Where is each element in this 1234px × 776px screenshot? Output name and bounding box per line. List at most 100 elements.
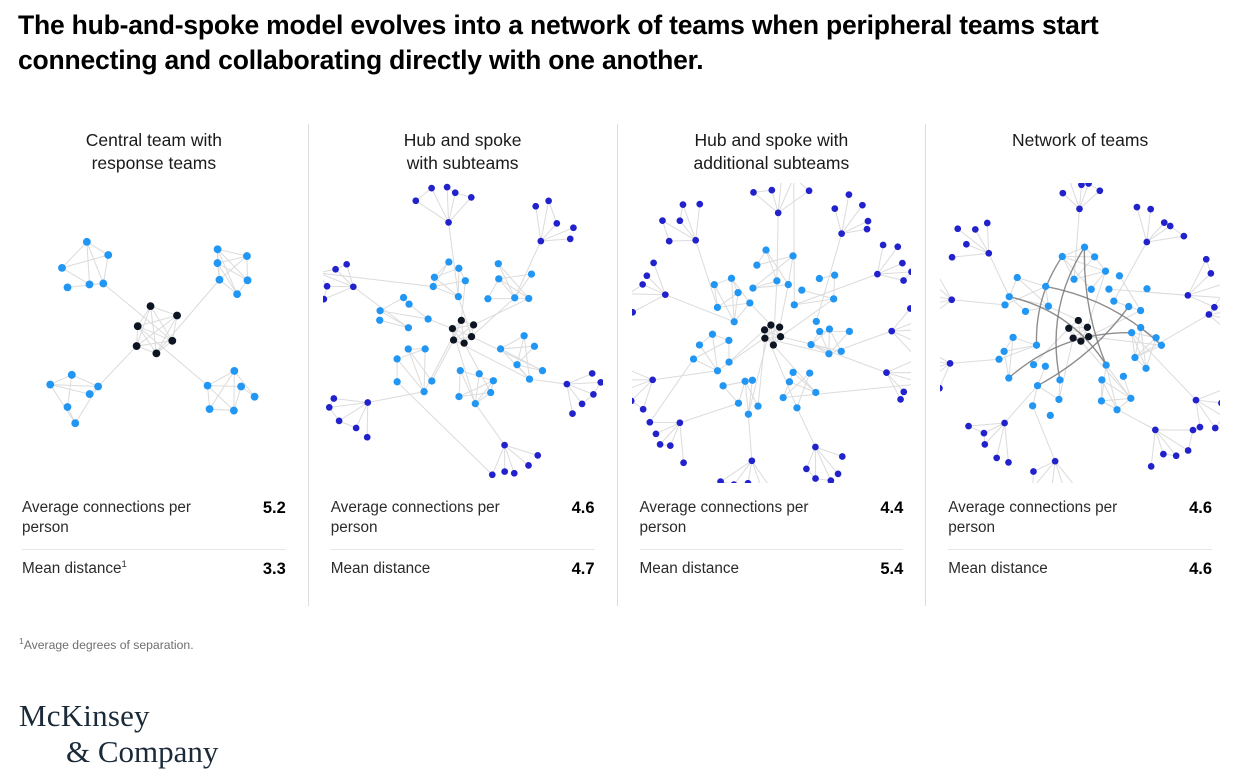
graph-node <box>421 345 429 353</box>
graph-node <box>906 305 912 312</box>
graph-node <box>981 441 989 448</box>
graph-node <box>1212 424 1219 432</box>
graph-node <box>679 201 686 208</box>
graph-node <box>834 470 841 478</box>
footnote-text: Average degrees of separation. <box>23 638 194 652</box>
graph-node <box>740 377 749 385</box>
footnote-marker: 1 <box>121 558 127 570</box>
graph-node <box>761 246 770 254</box>
metric-row: Average connections per person 4.6 <box>948 489 1212 549</box>
graph-node <box>661 291 669 299</box>
graph-node <box>679 459 687 467</box>
graph-node <box>1022 307 1030 316</box>
graph-node <box>1143 285 1151 293</box>
graph-node <box>887 327 895 335</box>
graph-node <box>448 324 456 333</box>
graph-node <box>454 292 462 301</box>
graph-node <box>984 219 991 227</box>
graph-node <box>1013 273 1022 282</box>
graph-node <box>1218 400 1220 406</box>
graph-node <box>744 410 752 418</box>
graph-node <box>1046 411 1055 420</box>
graph-node <box>631 308 636 316</box>
graph-node <box>566 235 574 243</box>
graph-node <box>1192 396 1200 404</box>
graph-node <box>1116 272 1124 280</box>
graph-node <box>993 454 1001 462</box>
metric-value: 4.7 <box>571 559 595 578</box>
panel-metrics: Average connections per person 4.4 Mean … <box>632 489 912 591</box>
graph-node <box>954 225 962 233</box>
graph-node <box>864 217 871 225</box>
graph-node <box>1161 219 1168 227</box>
graph-node <box>666 442 674 450</box>
graph-node <box>213 245 222 254</box>
graph-node <box>896 396 904 403</box>
graph-node <box>785 378 793 386</box>
graph-node <box>215 275 224 284</box>
graph-node <box>229 406 238 415</box>
footnote-marker: 1 <box>19 635 24 646</box>
metric-value: 4.6 <box>1189 559 1212 578</box>
graph-node <box>710 281 718 289</box>
graph-node <box>510 469 518 477</box>
graph-node <box>412 197 419 205</box>
graph-node <box>837 230 845 238</box>
graph-node <box>752 261 761 269</box>
metric-label: Mean distance <box>639 559 740 577</box>
graph-node <box>589 390 597 398</box>
panel-hub-and-spoke-subteams: Hub and spoke with subteams Average conn… <box>307 124 617 606</box>
graph-node <box>467 194 475 201</box>
graph-node <box>364 399 371 406</box>
graph-node <box>675 419 683 427</box>
graph-node <box>972 226 979 233</box>
graph-node <box>1030 361 1038 369</box>
graph-node <box>767 186 775 194</box>
metric-value: 4.6 <box>571 499 595 517</box>
graph-node <box>824 350 833 358</box>
graph-node <box>812 317 820 326</box>
graph-node <box>375 316 384 324</box>
graph-node <box>830 271 838 279</box>
graph-node <box>1148 463 1155 470</box>
graph-node <box>525 375 533 383</box>
graph-node <box>899 388 907 396</box>
graph-node <box>898 259 906 267</box>
metric-row: Mean distance 5.4 <box>639 548 904 591</box>
graph-node <box>99 279 108 288</box>
graph-node <box>1203 255 1210 263</box>
graph-node <box>1167 222 1174 230</box>
graph-node <box>1147 205 1155 213</box>
graph-node <box>213 259 222 268</box>
graph-node <box>1180 232 1188 240</box>
graph-node <box>1052 457 1059 465</box>
graph-node <box>393 355 401 363</box>
graph-node <box>691 236 699 244</box>
graph-node <box>524 462 532 469</box>
graph-node <box>451 189 459 197</box>
graph-node <box>568 410 576 418</box>
graph-node <box>797 286 805 294</box>
panel-grid: Central team with response teams Average… <box>0 124 1234 606</box>
graph-node <box>748 457 755 465</box>
graph-node <box>985 249 993 257</box>
panel-title: Hub and spoke with additional subteams <box>693 130 850 174</box>
graph-node <box>469 321 477 329</box>
graph-node <box>500 441 508 449</box>
graph-node <box>1113 406 1121 414</box>
graph-node <box>173 311 181 320</box>
graph-node <box>1065 324 1073 332</box>
graph-node <box>708 330 716 338</box>
graph-node <box>243 276 252 285</box>
graph-node <box>1005 459 1013 466</box>
graph-node <box>393 378 401 386</box>
graph-node <box>838 453 846 460</box>
graph-node <box>168 336 177 345</box>
graph-node <box>454 264 463 272</box>
graph-node <box>1098 397 1106 405</box>
graph-node <box>85 390 94 398</box>
graph-node <box>467 333 475 341</box>
graph-node <box>713 303 721 312</box>
graph-node <box>1084 323 1092 331</box>
graph-node <box>825 325 833 333</box>
